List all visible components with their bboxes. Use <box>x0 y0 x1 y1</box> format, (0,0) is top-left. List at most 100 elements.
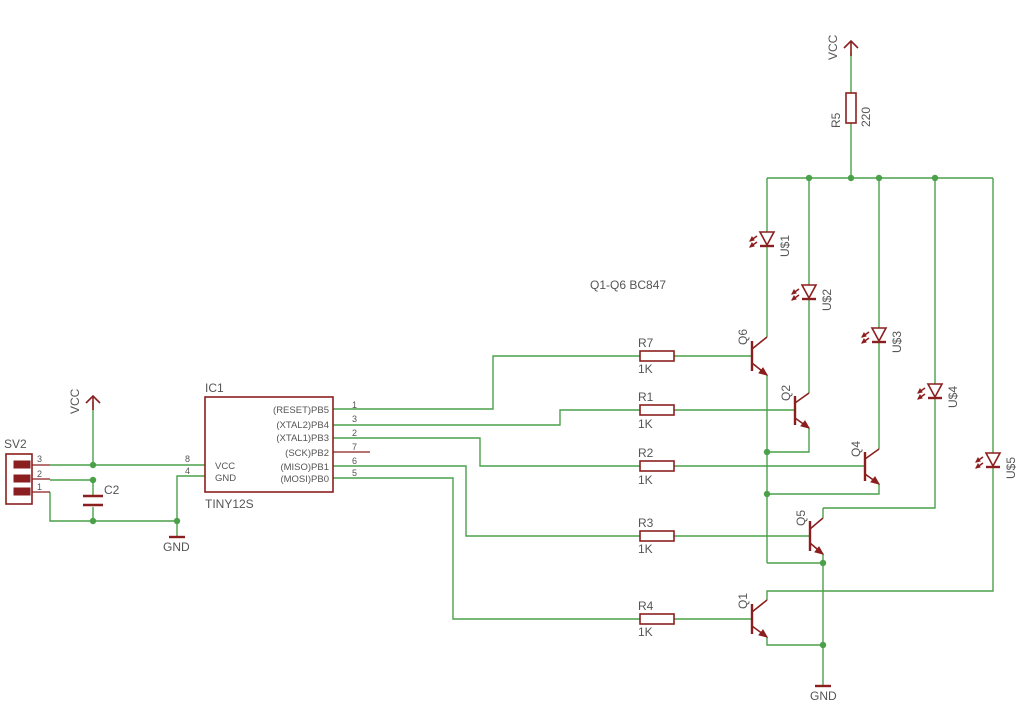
wire-pb1-r3 <box>333 465 640 537</box>
ic-part: TINY12S <box>205 497 254 511</box>
ic-pin-number: 1 <box>352 400 357 410</box>
resistor-r7: R7 1K <box>638 336 675 376</box>
capacitor-c2: C2 <box>83 483 120 507</box>
wires <box>49 52 994 685</box>
ic1-tiny12s: IC1 TINY12S VCC GND 8 4 (RESET)PB5 (XTAL… <box>185 381 370 511</box>
led-u1: U$1 <box>749 231 792 257</box>
junction <box>875 174 883 182</box>
junction <box>89 476 97 484</box>
ic-pin-label: (XTAL2)PB4 <box>276 420 329 431</box>
wire-pb0-r4 <box>333 477 640 620</box>
transistor-q6: Q6 <box>736 329 769 376</box>
resistor-value: 1K <box>638 542 653 556</box>
led-u4: U$4 <box>917 383 960 408</box>
resistor-name: R3 <box>638 516 654 530</box>
ic-name: IC1 <box>205 381 224 395</box>
gnd-symbol-left: GND <box>163 535 190 554</box>
wire-u5-q1 <box>766 467 994 600</box>
gnd-symbol-bottom: GND <box>810 684 837 703</box>
ic-pin-number: 8 <box>185 454 190 464</box>
led-u2: U$2 <box>791 284 834 311</box>
wire-pb4-r1 <box>333 409 640 426</box>
resistor-value: 1K <box>638 362 653 376</box>
transistor-name: Q1 <box>736 593 750 609</box>
junction <box>173 517 181 525</box>
ic-pin-label: VCC <box>215 461 235 472</box>
ic-pin-label: GND <box>215 473 236 484</box>
resistor-name: R5 <box>829 112 843 128</box>
transistor-name: Q2 <box>779 385 793 401</box>
resistor-value: 1K <box>638 473 653 487</box>
junction <box>89 461 97 469</box>
ic-pin-label: (XTAL1)PB3 <box>276 433 329 444</box>
transistor-name: Q5 <box>794 510 808 526</box>
header-pin-label: 2 <box>37 469 42 479</box>
resistor-r1: R1 1K <box>638 390 675 431</box>
resistor-name: R4 <box>638 599 654 613</box>
wire-u4-q5 <box>823 398 936 509</box>
junction <box>847 174 855 182</box>
wire-q2-emitter <box>767 428 810 453</box>
transistor-note: Q1-Q6 BC847 <box>590 278 666 292</box>
transistor-name: Q6 <box>736 329 750 345</box>
led-u3: U$3 <box>861 327 904 353</box>
header-sv2: SV2 3 2 1 <box>4 437 50 505</box>
header-pin-label: 1 <box>37 482 42 492</box>
transistor-q4: Q4 <box>849 441 881 485</box>
ic-pin-number: 3 <box>352 414 357 424</box>
led-name: U$2 <box>820 289 834 311</box>
led-name: U$4 <box>946 386 960 408</box>
ic-pin-number: 4 <box>185 466 190 476</box>
vcc-label: VCC <box>826 34 840 60</box>
led-name: U$1 <box>778 235 792 257</box>
transistor-name: Q4 <box>849 441 863 457</box>
junctions <box>89 174 939 649</box>
junction <box>805 174 813 182</box>
ic-pin-label: (SCK)PB2 <box>285 448 329 459</box>
junction <box>89 517 97 525</box>
vcc-symbol-left: VCC <box>68 388 101 414</box>
header-name: SV2 <box>4 437 27 451</box>
resistor-r4: R4 1K <box>638 599 675 639</box>
resistor-value: 1K <box>638 417 653 431</box>
vcc-symbol-top: VCC <box>826 34 859 60</box>
gnd-label: GND <box>810 689 837 703</box>
ic-pin-label: (RESET)PB5 <box>273 405 329 416</box>
transistor-q1: Q1 <box>736 593 769 638</box>
capacitor-name: C2 <box>104 483 120 497</box>
led-name: U$5 <box>1004 457 1018 479</box>
resistor-name: R2 <box>638 446 654 460</box>
vcc-label: VCC <box>68 388 82 414</box>
resistor-name: R7 <box>638 336 654 350</box>
ic-pin-number: 7 <box>352 442 357 452</box>
ic-pin-number: 5 <box>352 468 357 478</box>
wire-gnd-left <box>49 475 205 522</box>
resistor-r5: R5 220 <box>829 92 873 128</box>
wire-pb3-r2 <box>333 437 640 467</box>
ic-pin-number: 6 <box>352 456 357 466</box>
junction <box>931 174 939 182</box>
resistor-value: 1K <box>638 625 653 639</box>
gnd-label: GND <box>163 540 190 554</box>
wire-q1-emitter <box>766 637 823 646</box>
junction <box>819 559 827 567</box>
resistor-r2: R2 1K <box>638 446 675 487</box>
resistor-r3: R3 1K <box>638 516 675 556</box>
ic-pin-label: (MISO)PB1 <box>280 462 329 473</box>
led-name: U$3 <box>890 331 904 353</box>
ic-pin-label: (MOSI)PB0 <box>280 474 329 485</box>
resistor-value: 220 <box>859 107 873 127</box>
junction <box>819 641 827 649</box>
led-u5: U$5 <box>975 452 1018 479</box>
ic-pin-number: 2 <box>352 428 357 438</box>
transistor-q2: Q2 <box>779 385 811 429</box>
wire-q4-emitter <box>767 484 880 495</box>
junction <box>763 490 771 498</box>
transistor-q5: Q5 <box>794 508 825 555</box>
junction <box>763 448 771 456</box>
resistor-name: R1 <box>638 390 654 404</box>
wire-pb5-r7 <box>333 355 640 410</box>
header-pin-label: 3 <box>37 454 42 464</box>
